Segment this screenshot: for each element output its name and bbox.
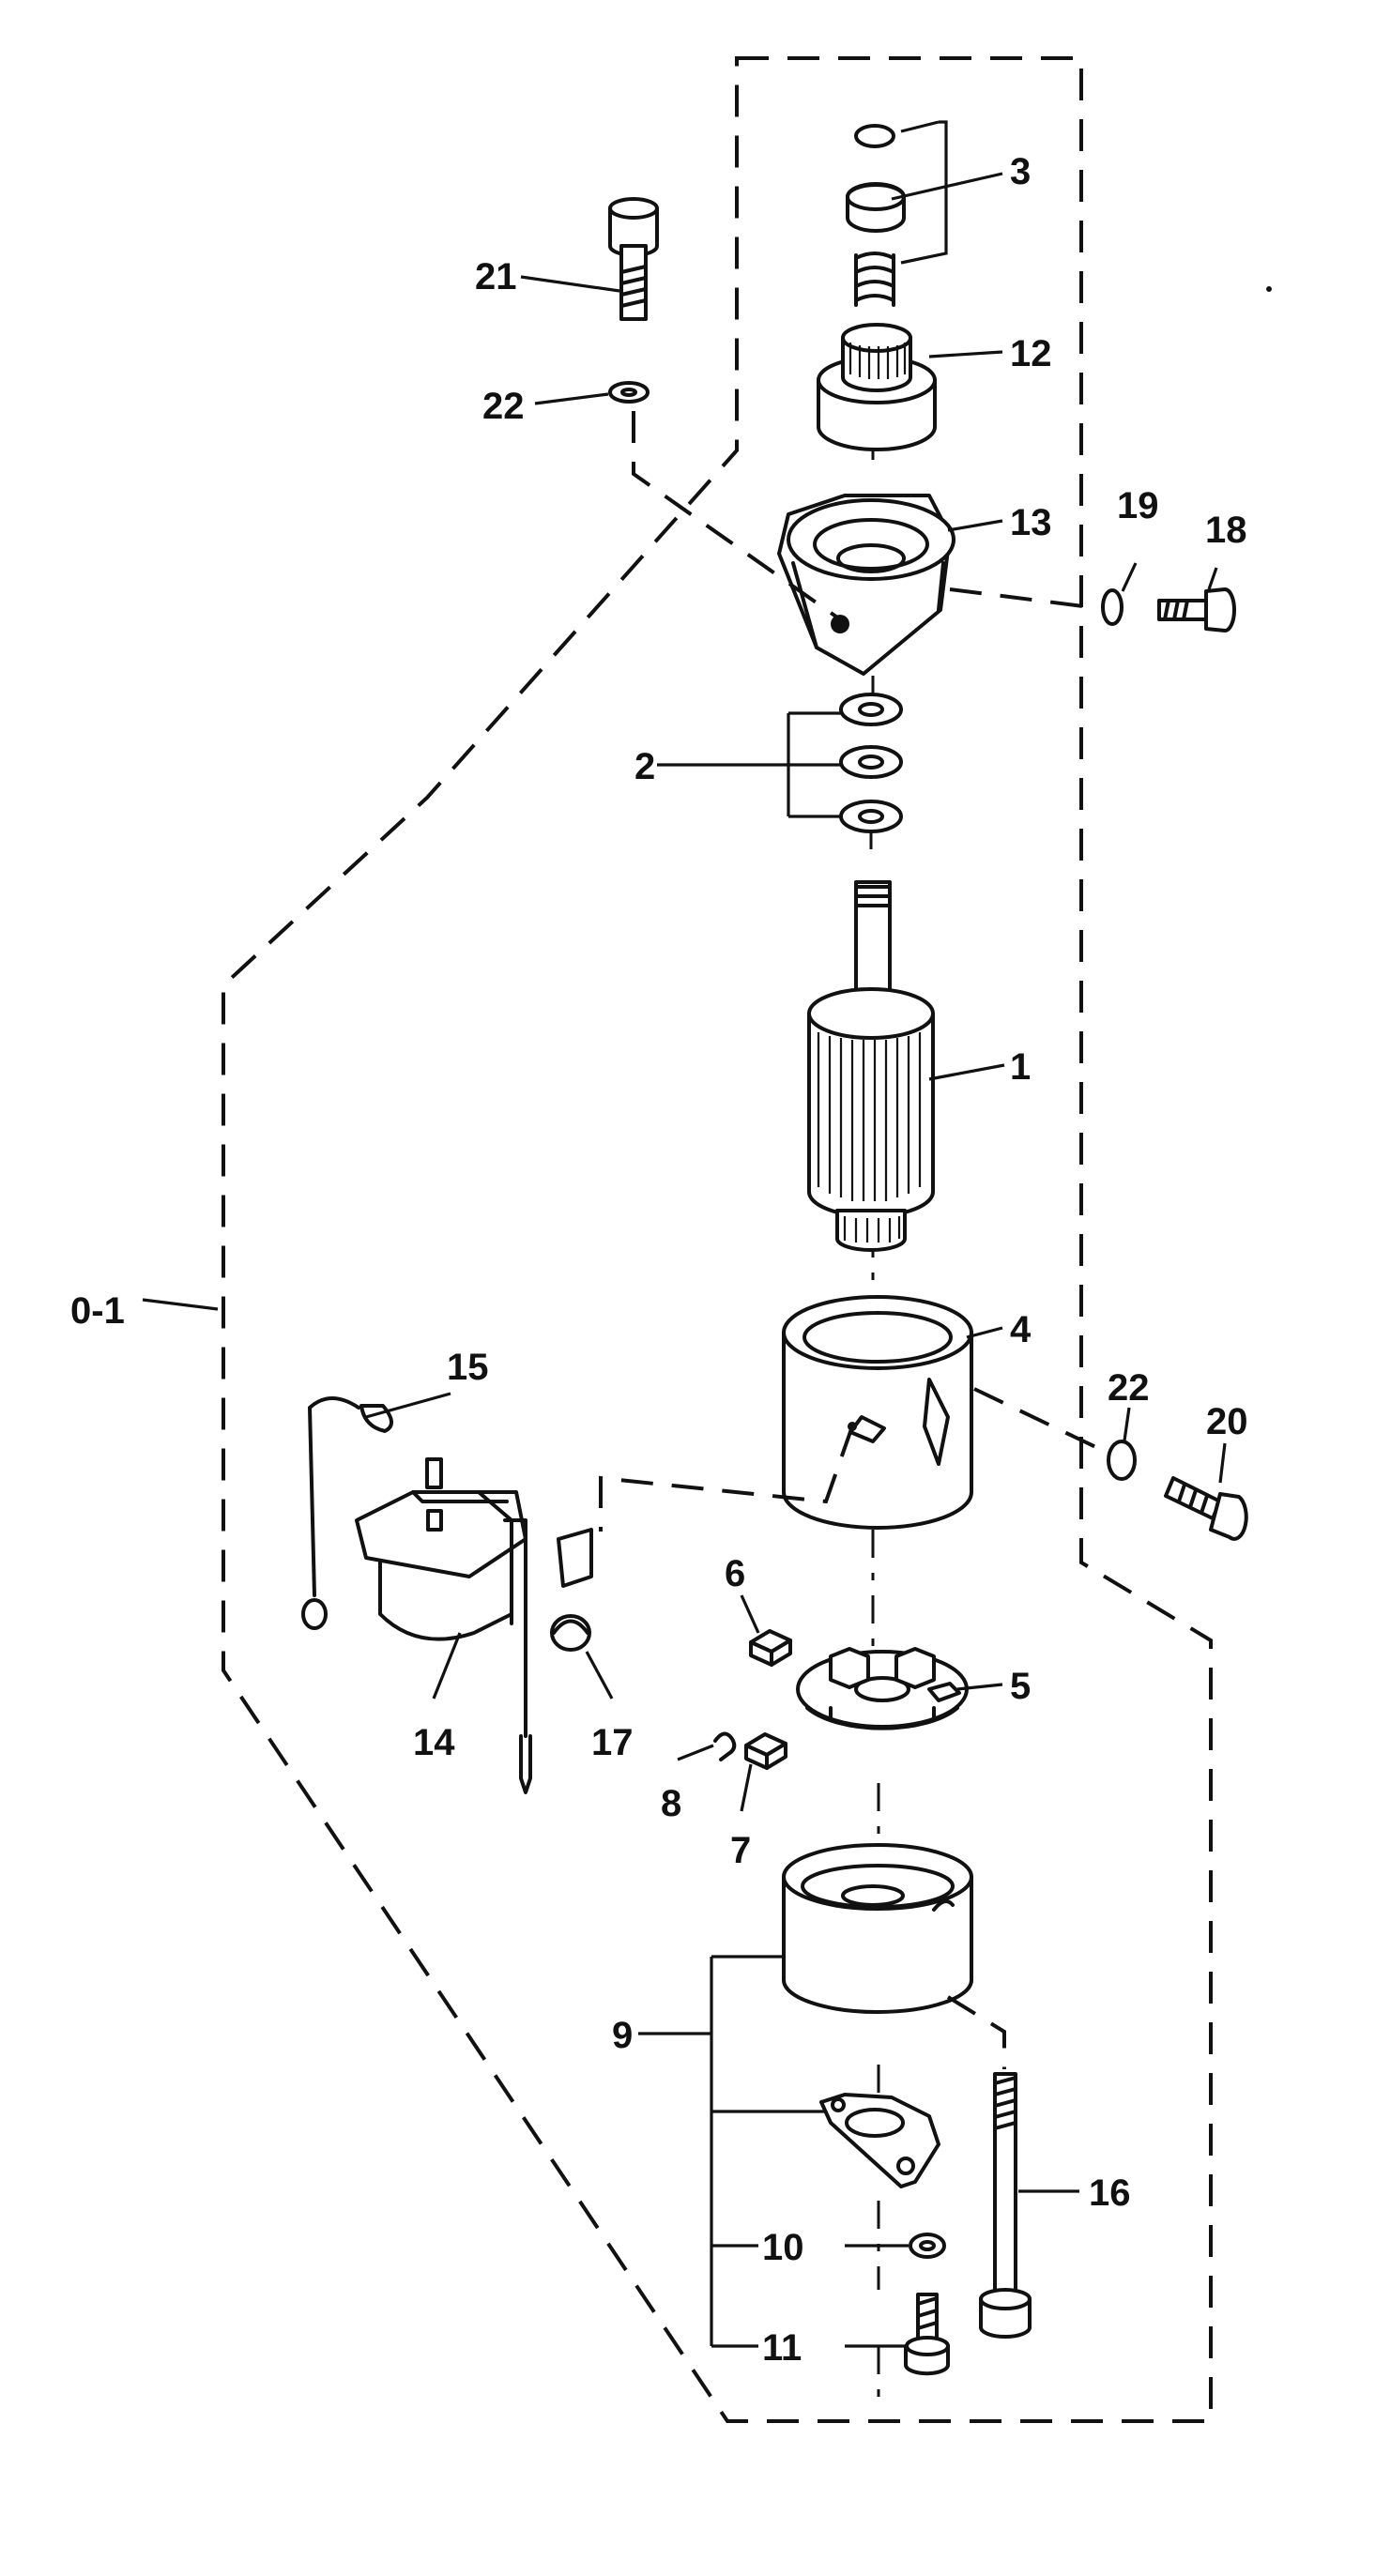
part-13-drive-end-head — [777, 494, 955, 676]
callout-1: 1 — [1010, 1046, 1031, 1088]
part-17-boot — [550, 1614, 591, 1652]
part-21-cap-screw — [608, 197, 659, 321]
part-22-washer-top — [608, 381, 650, 404]
part-20-screw — [1164, 1476, 1248, 1541]
callout-13: 13 — [1010, 502, 1052, 543]
callout-16: 16 — [1089, 2172, 1131, 2214]
part-9-end-plate — [819, 2093, 940, 2188]
part-11-screw — [904, 2293, 950, 2376]
callout-22-right: 22 — [1108, 1367, 1150, 1409]
callout-6: 6 — [725, 1553, 745, 1594]
callout-2: 2 — [634, 746, 655, 787]
part-5-brush-holder — [796, 1647, 969, 1730]
callout-9: 9 — [612, 2015, 633, 2056]
part-19-washer — [1101, 588, 1124, 626]
part-7-brush — [744, 1732, 787, 1770]
callout-17: 17 — [591, 1722, 634, 1763]
part-1-armature — [807, 880, 935, 1252]
callout-18: 18 — [1205, 510, 1247, 551]
part-16-through-bolt — [979, 2072, 1032, 2339]
part-22-washer-right — [1107, 1440, 1137, 1481]
part-6-brush — [749, 1629, 792, 1667]
callout-11: 11 — [762, 2327, 802, 2369]
assembly-boundary — [222, 56, 1213, 2423]
part-9-commutator-end-head — [782, 1843, 973, 2014]
callout-12: 12 — [1010, 333, 1052, 374]
callout-14: 14 — [413, 1722, 455, 1763]
callout-5: 5 — [1010, 1666, 1031, 1707]
part-2-thrust-washers — [839, 693, 903, 833]
callout-8: 8 — [661, 1783, 681, 1824]
callout-4: 4 — [1010, 1309, 1032, 1350]
assembly-lines — [599, 411, 1108, 2069]
part-14-solenoid — [355, 1457, 593, 1794]
callout-22-top: 22 — [482, 386, 525, 427]
callout-7: 7 — [730, 1830, 751, 1871]
callout-labels: 3 21 12 22 13 19 18 2 1 0-1 4 15 22 20 6… — [70, 151, 1248, 2369]
callout-0-1: 0-1 — [70, 1290, 125, 1332]
callout-15: 15 — [447, 1347, 489, 1388]
part-8-brush-spring — [713, 1731, 737, 1761]
part-12-drive-pinion — [817, 323, 937, 451]
part-10-lock-washer — [909, 2233, 946, 2259]
part-3-drive-retainer-spring — [846, 124, 906, 307]
stray-dot — [1266, 286, 1272, 292]
callout-21: 21 — [475, 256, 517, 297]
callout-19: 19 — [1117, 485, 1159, 526]
callout-10: 10 — [762, 2227, 804, 2268]
leader-lines — [142, 120, 1227, 2348]
callout-20: 20 — [1206, 1401, 1248, 1442]
part-4-field-frame — [782, 1295, 973, 1530]
callout-3: 3 — [1010, 151, 1031, 192]
part-18-screw — [1157, 587, 1236, 633]
